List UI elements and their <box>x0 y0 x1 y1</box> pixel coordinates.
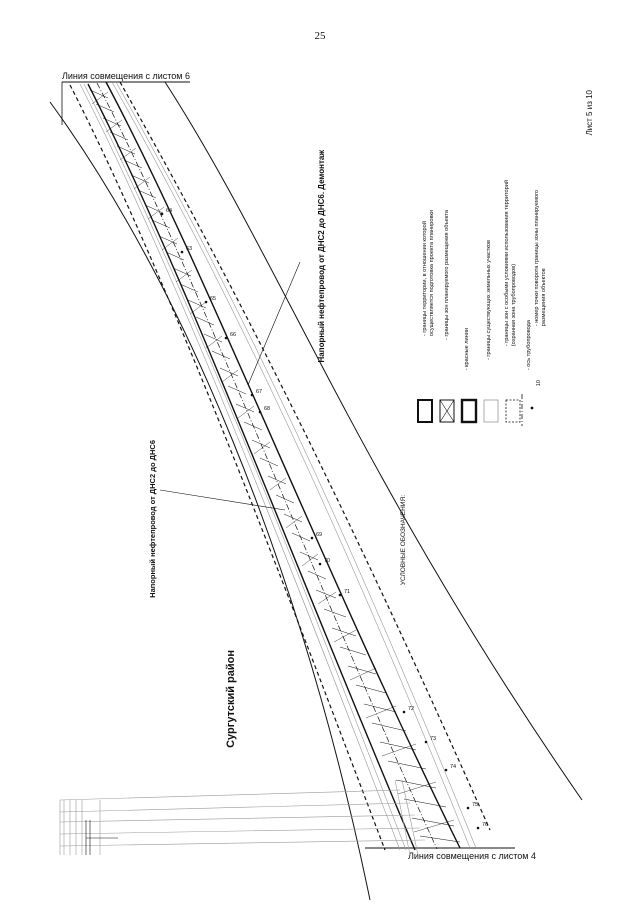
point-markers <box>160 212 480 830</box>
legend-item-zone: - границы зон планируемого размещения об… <box>444 210 450 340</box>
point-label: 65 <box>210 296 216 302</box>
leader-pipeline <box>159 489 286 511</box>
legend-symbol-land-plots <box>483 399 499 423</box>
corridor-cross-hatching <box>91 91 455 833</box>
existing-land-plots <box>59 779 426 856</box>
legend-point-sample: 10 <box>536 380 542 387</box>
point-label: 76 <box>482 822 488 828</box>
point-label: 74 <box>450 764 456 770</box>
label-pipeline: Напорный нефтепровод от ДНС2 до ДНС6 <box>148 440 157 598</box>
legend-item-red-lines: - красные линии <box>464 328 470 371</box>
legend-symbol-zone <box>439 399 455 423</box>
legend-item-axis: - ось трубопровода <box>526 320 532 371</box>
legend-symbol-point <box>530 406 534 410</box>
corridor-left <box>87 83 416 851</box>
point-label: 73 <box>430 736 436 742</box>
point-label: 64 <box>166 208 172 214</box>
label-district: Сургутский район <box>225 650 237 748</box>
page-number: 25 <box>314 30 326 42</box>
legend-symbol-territory <box>417 399 433 423</box>
leader-dismantle <box>247 261 301 386</box>
point-label: 67 <box>256 389 262 395</box>
match-line-top-label: Линия совмещения с листом 6 <box>62 71 190 81</box>
corridor-right <box>105 81 461 849</box>
point-labels: 64 63 65 66 67 68 69 70 71 72 73 74 75 7… <box>166 208 488 828</box>
legend-item-territory: - границы территории, в отношении которо… <box>422 210 435 337</box>
legend-item-protection-zone: - границы зон с особыми условиями исполь… <box>504 180 517 347</box>
pipeline-axis <box>96 82 438 850</box>
legend-symbols <box>417 394 534 426</box>
match-line-bottom-label: Линия совмещения с листом 4 <box>408 851 536 861</box>
legend-symbol-red-lines <box>460 398 478 424</box>
point-label: 70 <box>324 558 330 564</box>
point-label: 66 <box>230 332 236 338</box>
outer-boundary-right <box>164 81 583 801</box>
legend-item-turn-point: - номер точки поворота границы зоны план… <box>534 190 547 327</box>
legend-symbol-protection-zone <box>505 399 521 423</box>
point-label: 72 <box>408 706 414 712</box>
point-label: 63 <box>186 246 192 252</box>
corridor-hatching <box>89 89 461 843</box>
label-pipeline-dismantle: Напорный нефтепровод от ДНС2 до ДНС6. Де… <box>317 150 326 363</box>
point-label: 69 <box>316 532 322 538</box>
protection-zone-right <box>119 81 491 831</box>
point-label: 75 <box>472 802 478 808</box>
legend: УСЛОВНЫЕ ОБОЗНАЧЕНИЯ: - границы территор… <box>400 180 560 640</box>
legend-item-land-plots: - границы существующих земельных участко… <box>486 240 492 360</box>
protection-zone-left <box>69 84 386 851</box>
point-label: 71 <box>344 589 350 595</box>
point-label: 68 <box>264 406 270 412</box>
outer-boundary-left <box>49 101 371 901</box>
